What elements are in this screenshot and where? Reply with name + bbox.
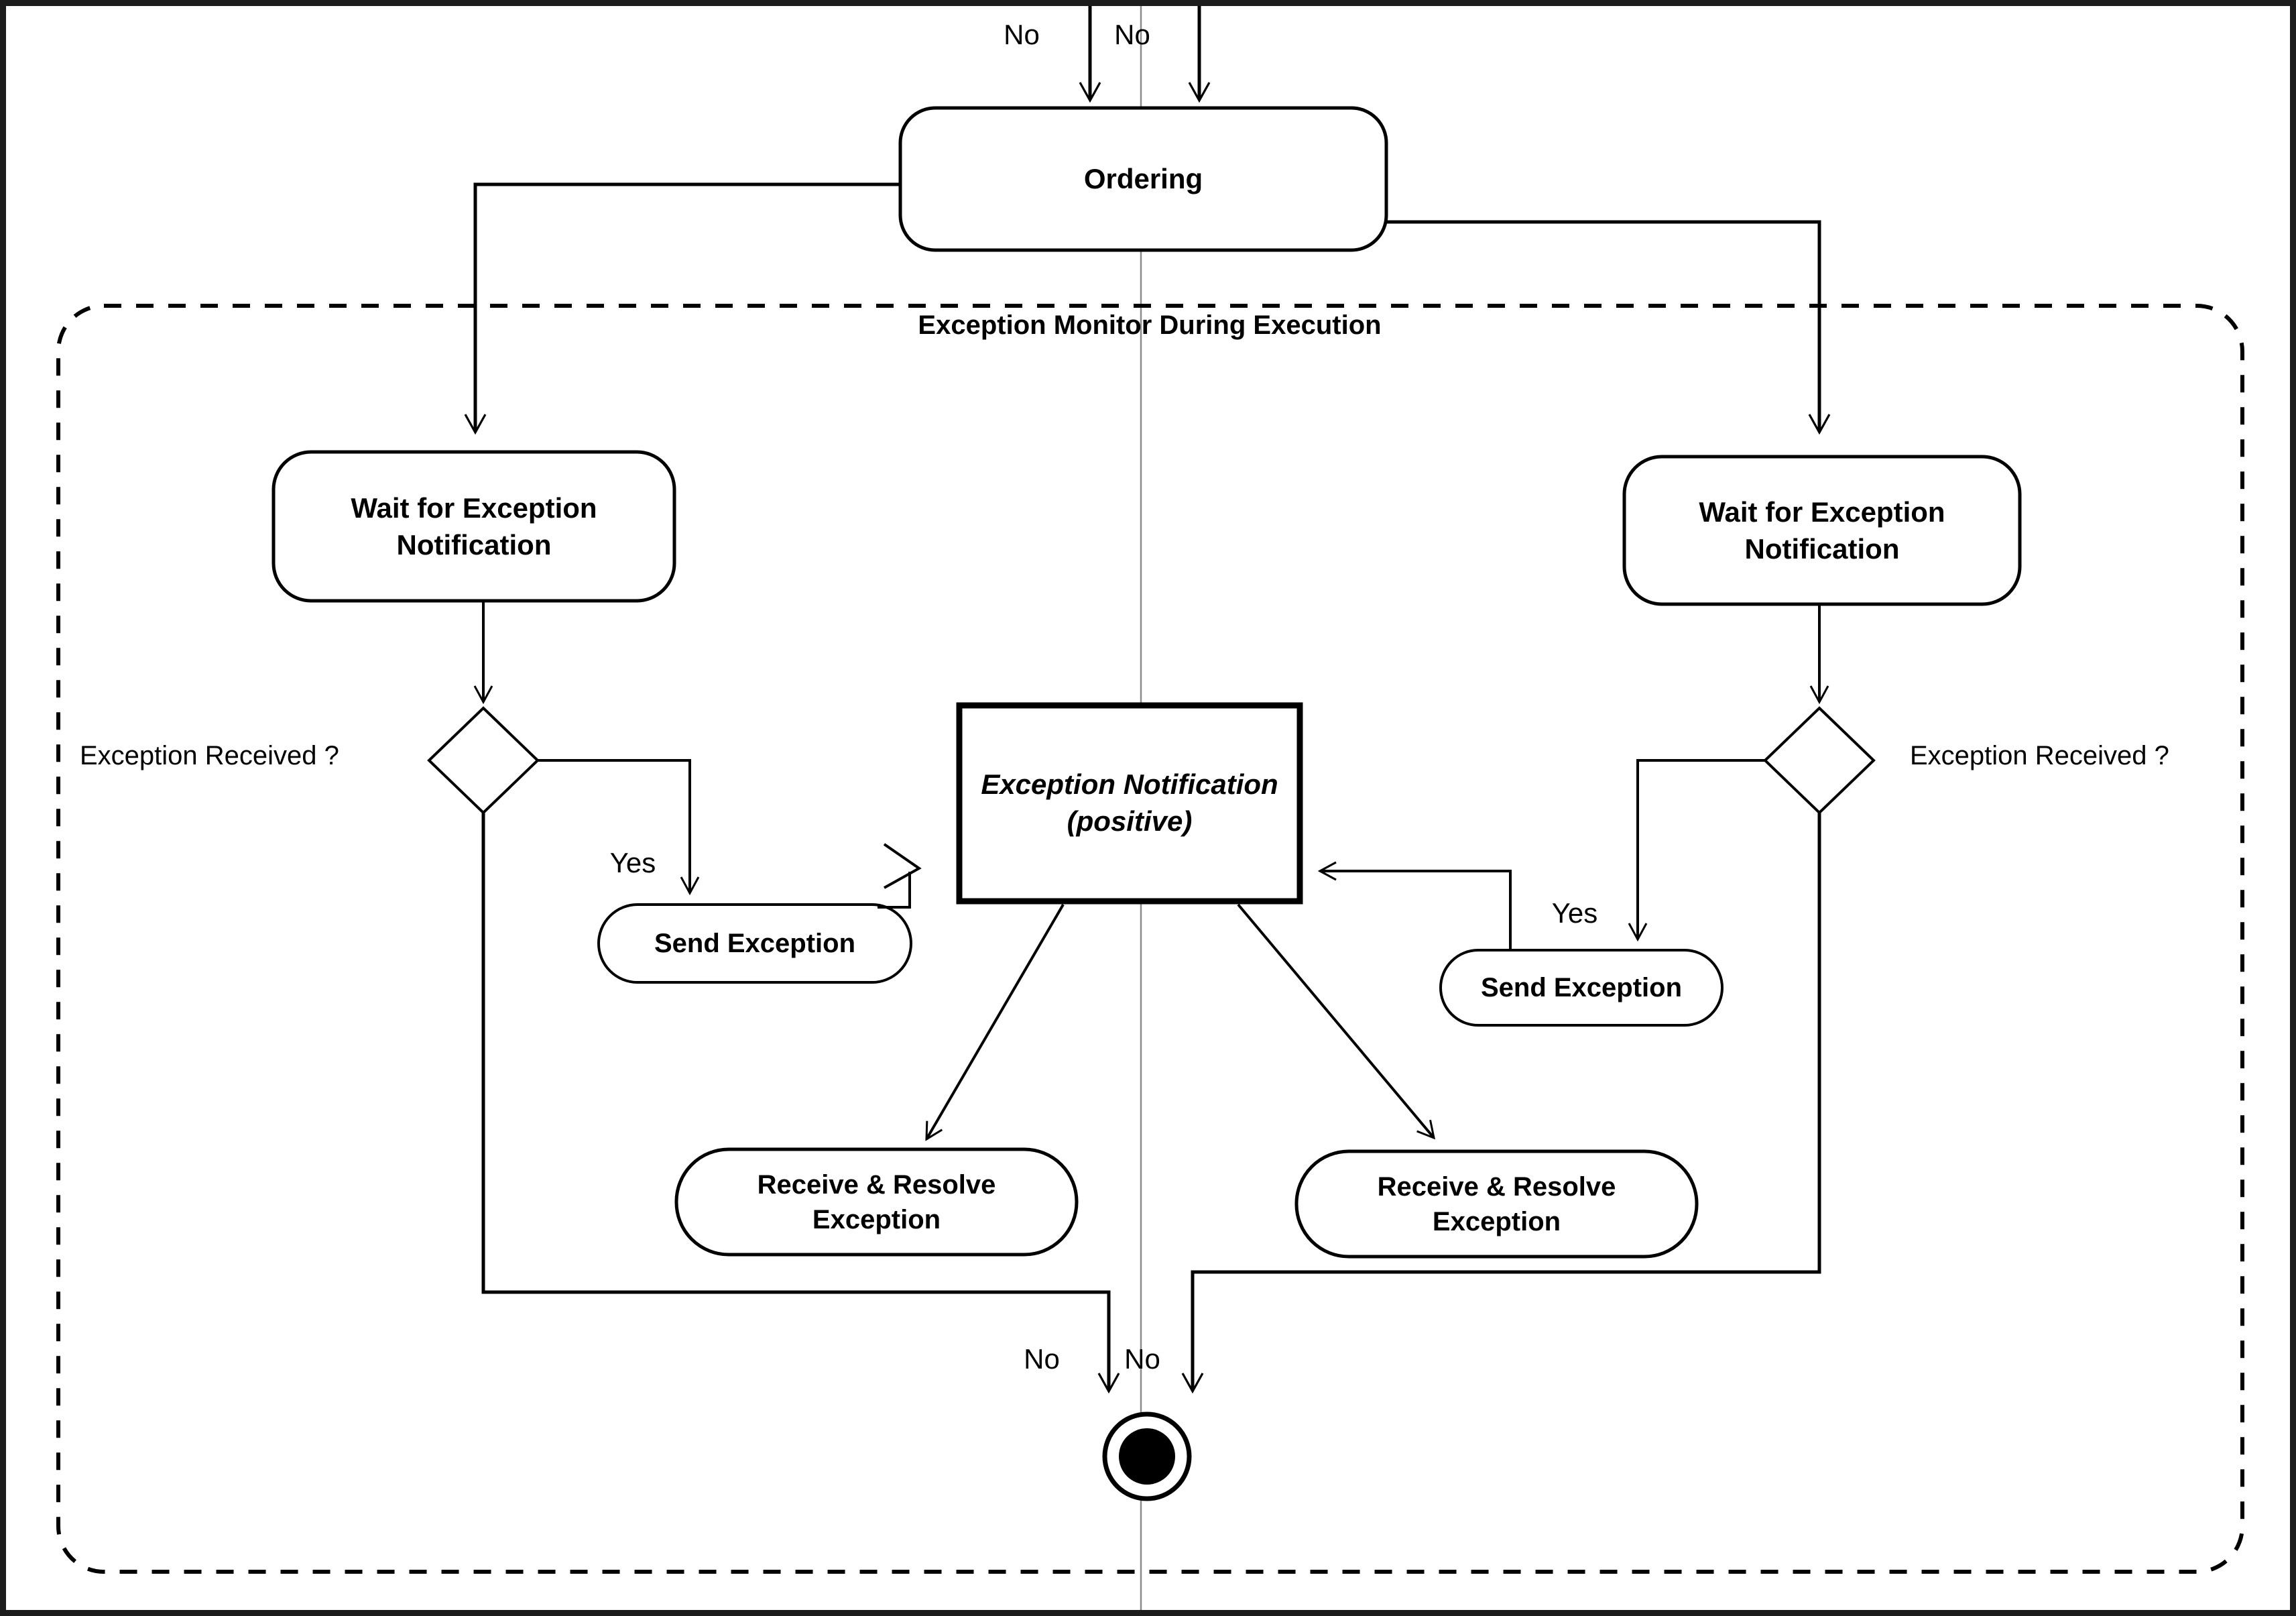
node-ordering-shape[interactable] — [898, 106, 1388, 252]
node-final-inner-dot — [1119, 1428, 1175, 1485]
edge-notification-to-receive-right — [1237, 903, 1434, 1138]
node-wait-right-shape[interactable] — [1622, 455, 2022, 606]
node-decision-left-shape[interactable] — [427, 706, 540, 815]
edge-ordering-to-wait-right — [1386, 220, 1819, 432]
node-send-left-shape[interactable] — [597, 903, 912, 984]
edge-send-left-to-notification — [878, 872, 911, 909]
edge-decision-left-no — [481, 813, 1109, 1391]
node-wait-left-shape[interactable] — [271, 450, 676, 603]
node-receive-right-shape[interactable] — [1294, 1149, 1699, 1259]
edge-decision-left-yes — [538, 759, 690, 893]
diagram-vector-layer — [56, 6, 2244, 1610]
edge-decision-right-yes — [1638, 759, 1765, 939]
edge-ordering-to-wait-left — [475, 182, 900, 432]
edge-decision-right-no — [1193, 813, 1821, 1391]
exception-monitor-region — [56, 304, 2244, 1574]
edge-send-right-to-notification — [1320, 871, 1512, 950]
edge-notification-to-receive-left — [925, 903, 1065, 1139]
node-send-right-shape[interactable] — [1439, 949, 1724, 1027]
edge-send-left-arrowhead — [883, 843, 922, 889]
diagram-canvas: Exception Monitor During Execution No No… — [6, 6, 2290, 1610]
node-receive-left-shape[interactable] — [674, 1147, 1079, 1257]
node-notification-shape[interactable] — [956, 702, 1303, 905]
node-decision-right-shape[interactable] — [1763, 706, 1876, 815]
